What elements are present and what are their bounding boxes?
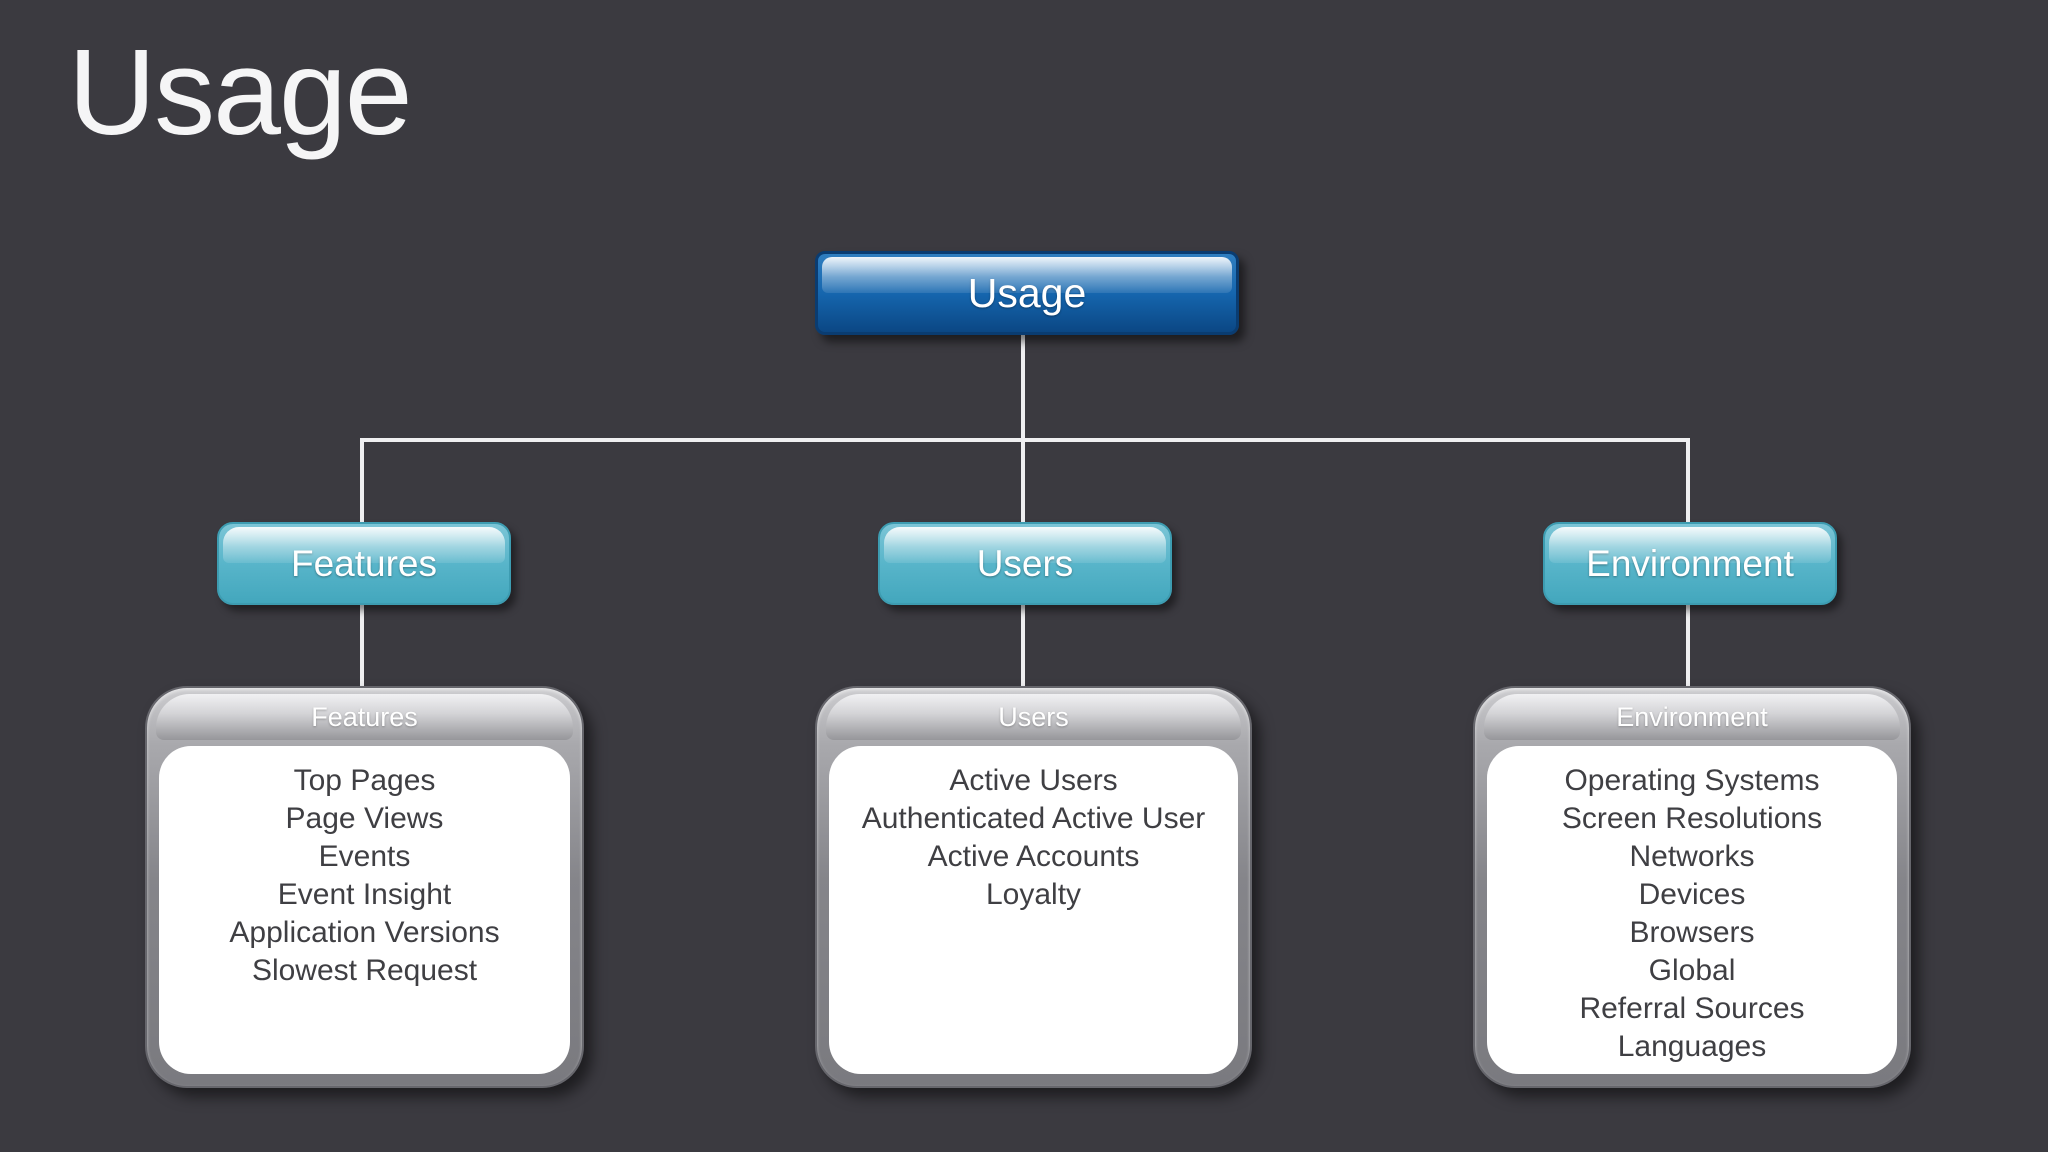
- list-item: Active Accounts: [927, 840, 1140, 873]
- list-item: Browsers: [1629, 916, 1755, 949]
- node-users-label: Users: [976, 542, 1074, 584]
- list-item: Application Versions: [229, 916, 500, 949]
- list-item: Top Pages: [293, 764, 436, 797]
- connector-horizontal: [360, 438, 1690, 442]
- list-item: Page Views: [285, 802, 444, 835]
- list-item: Events: [318, 840, 411, 873]
- list-item: Global: [1648, 954, 1736, 987]
- node-usage: Usage: [815, 251, 1239, 335]
- list-item: Languages: [1617, 1030, 1767, 1063]
- node-users: Users: [878, 522, 1172, 605]
- list-item: Slowest Request: [251, 954, 478, 987]
- list-item: Networks: [1629, 840, 1755, 873]
- node-environment: Environment: [1543, 522, 1837, 605]
- node-environment-label: Environment: [1586, 542, 1794, 584]
- list-item: Loyalty: [985, 878, 1082, 911]
- node-usage-label: Usage: [967, 269, 1087, 316]
- connector-root-vertical: [1021, 326, 1025, 442]
- list-item: Referral Sources: [1579, 992, 1805, 1025]
- card-features-title: Features: [156, 694, 573, 740]
- list-item: Screen Resolutions: [1561, 802, 1823, 835]
- node-features: Features: [217, 522, 511, 605]
- card-users-title: Users: [826, 694, 1241, 740]
- list-item: Authenticated Active User: [861, 802, 1206, 835]
- list-item: Operating Systems: [1564, 764, 1820, 797]
- list-item: Devices: [1638, 878, 1746, 911]
- node-features-label: Features: [290, 542, 437, 584]
- list-item: Event Insight: [277, 878, 452, 911]
- list-item: Active Users: [949, 764, 1118, 797]
- page-title: Usage: [68, 24, 413, 160]
- card-environment-title: Environment: [1484, 694, 1900, 740]
